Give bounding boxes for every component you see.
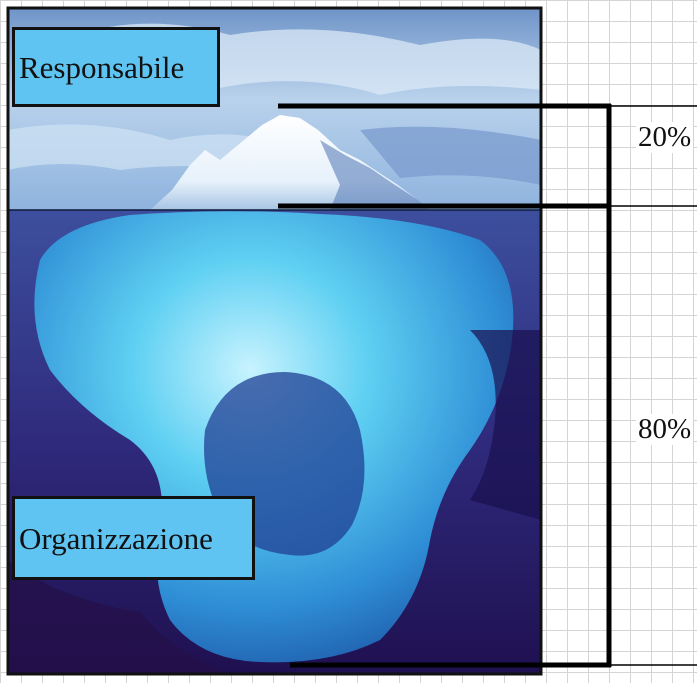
iceberg-photo	[6, 6, 543, 676]
iceberg-tip-shadow	[320, 140, 430, 210]
organizzazione-label: Organizzazione	[12, 496, 255, 580]
percentage-bottom: 80%	[636, 413, 694, 445]
dark-water-bottom	[8, 560, 230, 674]
photo-frame	[6, 6, 543, 676]
percentage-top: 20%	[636, 121, 694, 153]
reference-lines	[611, 105, 697, 666]
dark-water-side	[470, 330, 541, 520]
cloud	[360, 126, 541, 185]
responsabile-label: Responsabile	[12, 27, 220, 107]
measurement-bracket	[278, 103, 612, 668]
